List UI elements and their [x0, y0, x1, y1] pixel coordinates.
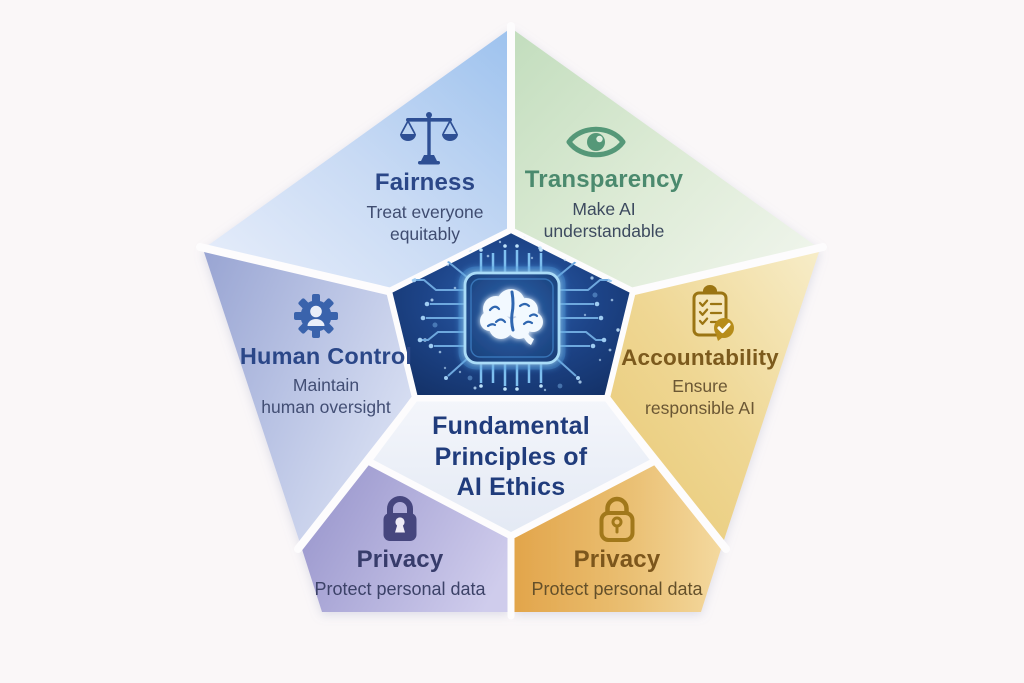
title-line: Principles of [434, 442, 588, 471]
title-line: AI Ethics [456, 473, 566, 501]
transparency-wedge [511, 28, 820, 291]
diagram-title: Fundamental Principles of AI Ethics [396, 411, 626, 503]
chip-pin-nodes [479, 244, 543, 391]
chip-inner-frame [470, 278, 554, 358]
fairness-wedge [203, 28, 511, 291]
chip-outer-glow [458, 266, 566, 370]
wedge-separators [196, 22, 827, 620]
title-line: Fundamental [432, 412, 590, 440]
accountability-wedge [607, 249, 820, 546]
human-control-wedge [203, 249, 415, 546]
center-ai-graphic [386, 227, 636, 401]
pentagon-wedges [203, 28, 820, 612]
brain-icon [480, 289, 543, 345]
